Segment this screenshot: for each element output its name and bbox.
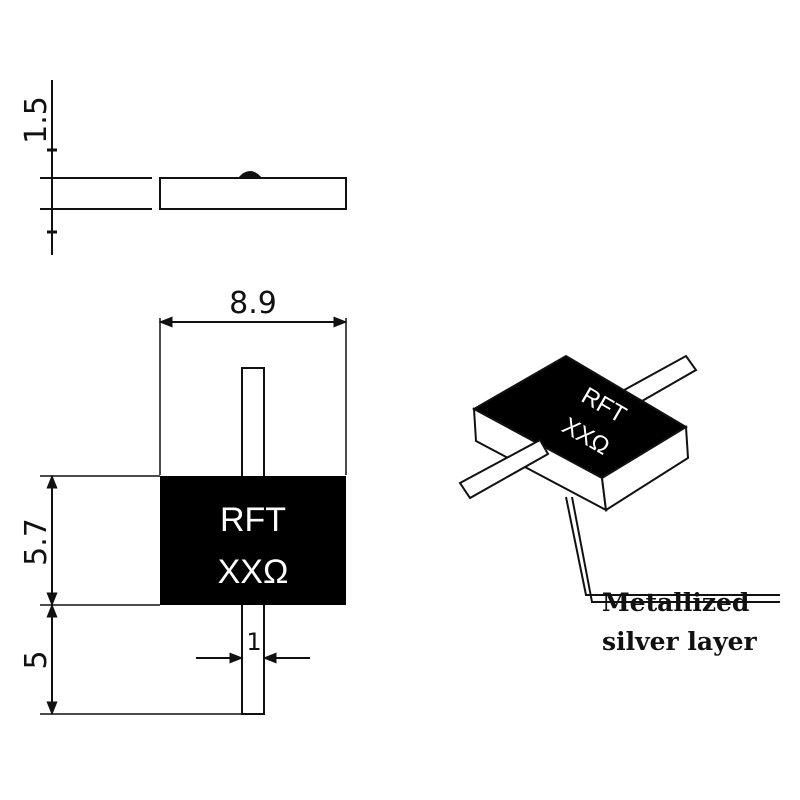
callout-line2: silver layer bbox=[602, 627, 758, 656]
chip-label-line1: RFT bbox=[220, 501, 286, 539]
lead-width-label: 1 bbox=[246, 628, 261, 656]
iso-body-side-right bbox=[600, 425, 690, 512]
body-height-label: 5.7 bbox=[19, 518, 54, 566]
chip-body bbox=[160, 476, 346, 605]
top-view: 8.9 RFT XXΩ 5.7 5 1 bbox=[19, 286, 348, 716]
isometric-view: RFT XXΩ Metallized silver layer bbox=[458, 354, 780, 656]
chip-label-line2: XXΩ bbox=[218, 553, 289, 591]
side-view: 1.5 bbox=[19, 80, 347, 255]
lead-length-label: 5 bbox=[19, 650, 54, 669]
callout-line1: Metallized bbox=[602, 588, 749, 617]
side-view-body bbox=[159, 177, 347, 210]
width-label: 8.9 bbox=[229, 286, 277, 321]
callout-leader bbox=[565, 496, 780, 596]
iso-lead-front bbox=[458, 438, 550, 500]
thickness-label: 1.5 bbox=[19, 96, 54, 144]
side-view-bump bbox=[238, 171, 262, 178]
